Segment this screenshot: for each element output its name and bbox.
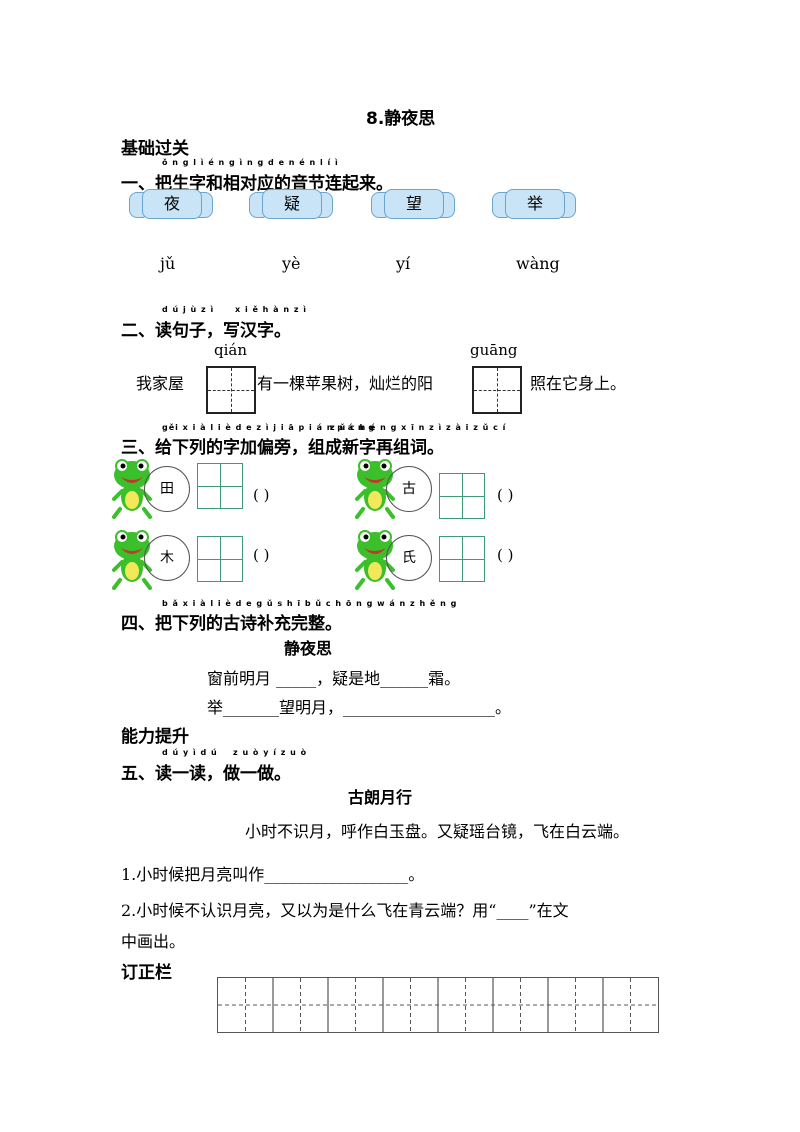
word-blank-1[interactable]: ( )	[253, 486, 270, 504]
word-blank-2[interactable]: ( )	[497, 486, 514, 504]
frog-icon	[355, 459, 395, 519]
frog-icon	[355, 530, 395, 590]
sec3-pinyin-2: z ǔ c h é n g x ī n z ì z à i z ǔ c í	[330, 423, 507, 432]
sec2-pinyin-1: d ú j ù z ì	[162, 305, 215, 314]
candy-card-2: 疑	[246, 187, 336, 221]
sec3-pinyin-1: gěi x i à l i è d e z ì j i ā p i á n p …	[162, 423, 376, 432]
word-blank-4[interactable]: ( )	[497, 546, 514, 564]
section-correction: 订正栏	[121, 963, 172, 983]
candy-char: 疑	[262, 189, 322, 219]
question-2-line-2: 中画出。	[121, 932, 186, 951]
candy-card-4: 举	[489, 187, 579, 221]
syllable-3: yí	[396, 254, 411, 273]
word-blank-3[interactable]: ( )	[253, 546, 270, 564]
sec2-pinyin-2: x i ě h à n z ì	[235, 305, 308, 314]
sec2-heading: 二、读句子，写汉字。	[121, 321, 291, 341]
candy-card-1: 夜	[126, 187, 216, 221]
write-grid-4[interactable]	[439, 536, 485, 582]
frog-icon	[112, 530, 152, 590]
radical-char-2: 古	[386, 466, 432, 512]
question-2-line-1: 2.小时候不认识月亮，又以为是什么飞在青云端？用“____”在文	[121, 901, 569, 920]
poem-line-2[interactable]: 举_______望明月，___________________。	[207, 698, 512, 717]
correction-grid-lines	[218, 978, 658, 1032]
frog-icon	[112, 459, 152, 519]
poem-title-1: 静夜思	[284, 639, 333, 658]
write-box-guang[interactable]	[472, 366, 522, 414]
sec5-heading: 五、读一读，做一做。	[121, 764, 291, 784]
radical-char-4: 氏	[386, 535, 432, 581]
correction-grid[interactable]	[217, 977, 659, 1033]
sec5-pinyin-1: d ú y ì d ú	[162, 748, 218, 757]
pinyin-guang: guāng	[470, 341, 518, 359]
syllable-4: wàng	[516, 254, 560, 273]
question-1[interactable]: 1.小时候把月亮叫作__________________。	[121, 865, 425, 884]
sentence-part-3: 照在它身上。	[530, 374, 627, 393]
sec4-heading: 四、把下列的古诗补充完整。	[121, 614, 342, 634]
syllable-1: jǔ	[160, 254, 176, 273]
candy-card-3: 望	[368, 187, 458, 221]
sentence-part-2: 有一棵苹果树，灿烂的阳	[257, 374, 434, 393]
section-basic: 基础过关	[121, 139, 189, 159]
write-grid-2[interactable]	[439, 473, 485, 519]
sec3-heading: 三、给下列的字加偏旁，组成新字再组词。	[121, 438, 444, 458]
section-ability: 能力提升	[121, 727, 189, 747]
candy-char: 夜	[142, 189, 202, 219]
sentence-part-1: 我家屋	[136, 374, 185, 393]
sec4-pinyin: b ǎ x i à l i è d e g ǔ s h ī b ǔ c h ō …	[162, 599, 458, 608]
write-box-qian[interactable]	[206, 366, 256, 414]
radical-char-3: 木	[144, 535, 190, 581]
pinyin-qian: qián	[214, 341, 248, 359]
radical-char-1: 田	[144, 466, 190, 512]
candy-char: 举	[505, 189, 565, 219]
poem-title-2: 古朗月行	[348, 788, 413, 807]
write-grid-3[interactable]	[197, 536, 243, 582]
sec5-pinyin-2: z u ò y í z u ò	[233, 748, 308, 757]
syllable-2: yè	[282, 254, 301, 273]
write-grid-1[interactable]	[197, 463, 243, 509]
poem-line-1[interactable]: 窗前明月 _____，疑是地______霜。	[207, 669, 461, 688]
poem-text: 小时不识月，呼作白玉盘。又疑瑶台镜，飞在白云端。	[245, 822, 630, 841]
page-title: 8.静夜思	[366, 109, 436, 129]
candy-char: 望	[384, 189, 444, 219]
sec1-pinyin: ǒ n g l ì é n g ì n g d e n é n l í ì	[162, 158, 339, 167]
